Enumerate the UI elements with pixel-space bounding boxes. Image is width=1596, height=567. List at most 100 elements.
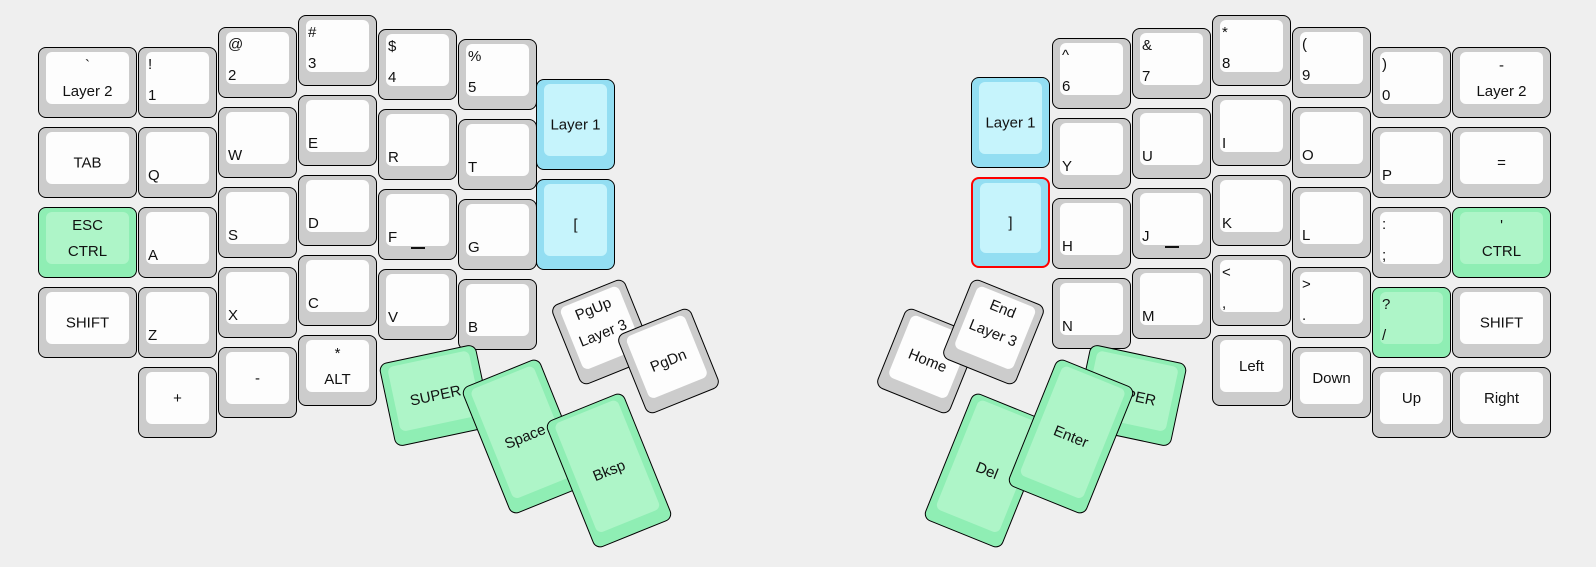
- key-col-pinky-r-p[interactable]: P: [1372, 127, 1451, 198]
- key-legend: L: [1302, 227, 1311, 244]
- key-col-pinky-r-r2[interactable]: :;: [1372, 207, 1451, 278]
- key-col-ring-2[interactable]: @2: [218, 27, 297, 98]
- key-col-pinky-q[interactable]: Q: [138, 127, 217, 198]
- key-col-pinky-outer-shift[interactable]: SHIFT: [38, 287, 137, 358]
- key-legend: U: [1142, 148, 1153, 165]
- key-col-middle-r-i[interactable]: I: [1212, 95, 1291, 166]
- keycap-surface: [1060, 43, 1123, 95]
- key-col-index-inner-r-h[interactable]: H: [1052, 198, 1131, 269]
- key-col-pinky-r-up[interactable]: Up: [1372, 367, 1451, 438]
- key-col-index-r-j[interactable]: J: [1132, 188, 1211, 259]
- key-legend: D: [308, 215, 319, 232]
- key-col-middle-d[interactable]: D: [298, 175, 377, 246]
- keycap-surface: [1380, 212, 1443, 264]
- keycap-surface: [306, 100, 369, 152]
- key-col-index-inner-r-y[interactable]: Y: [1052, 118, 1131, 189]
- key-legend: TAB: [73, 154, 102, 171]
- key-col-index-inner-r-6[interactable]: ^6: [1052, 38, 1131, 109]
- key-col-pinky-outer-tab[interactable]: TAB: [38, 127, 137, 198]
- key-col-ring-r-down[interactable]: Down: [1292, 347, 1371, 418]
- key-col-index-inner-5[interactable]: %5: [458, 39, 537, 110]
- key-legend: Left: [1238, 358, 1265, 375]
- key-col-pinky-outer-r-shift[interactable]: SHIFT: [1452, 287, 1551, 358]
- key-col-index-4[interactable]: $4: [378, 29, 457, 100]
- thumb-bksp[interactable]: Bksp: [544, 391, 674, 550]
- key-col-pinky-outer-r-right[interactable]: Right: [1452, 367, 1551, 438]
- key-col-pinky-r-r3[interactable]: ?/: [1372, 287, 1451, 358]
- key-legend: J: [1142, 228, 1150, 245]
- key-col-index-f[interactable]: F: [378, 189, 457, 260]
- key-col-pinky-outer-r-r1[interactable]: =: [1452, 127, 1551, 198]
- key-legend: =: [1497, 154, 1506, 171]
- keycap-surface: [1460, 292, 1543, 344]
- key-col-extra-inner-r-layer-1[interactable]: Layer 1: [971, 77, 1050, 168]
- key-col-middle-alt[interactable]: *ALT: [298, 335, 377, 406]
- key-col-pinky-outer-r-ctrl[interactable]: 'CTRL: [1452, 207, 1551, 278]
- key-col-middle-c[interactable]: C: [298, 255, 377, 326]
- key-col-index-inner-b[interactable]: B: [458, 279, 537, 350]
- thumb-enter[interactable]: Enter: [1006, 357, 1136, 516]
- key-col-pinky-a[interactable]: A: [138, 207, 217, 278]
- key-col-pinky-1[interactable]: !1: [138, 47, 217, 118]
- keycap-surface: [46, 132, 129, 184]
- key-col-index-r-u[interactable]: U: [1132, 108, 1211, 179]
- keycap-surface: [386, 114, 449, 166]
- key-legend: :: [1382, 216, 1387, 233]
- key-col-index-r-7[interactable]: &7: [1132, 28, 1211, 99]
- key-col-middle-r-left[interactable]: Left: [1212, 335, 1291, 406]
- keycap-surface: [226, 32, 289, 84]
- key-col-ring-x[interactable]: X: [218, 267, 297, 338]
- key-col-ring-s[interactable]: S: [218, 187, 297, 258]
- key-legend: Layer 2: [62, 83, 113, 100]
- key-col-extra-inner-r-r1[interactable]: ]: [971, 177, 1050, 268]
- keycap-surface: [1220, 20, 1283, 72]
- key-col-ring-r-9[interactable]: (9: [1292, 27, 1371, 98]
- key-legend: ,: [1222, 295, 1227, 312]
- key-col-index-inner-r-n[interactable]: N: [1052, 278, 1131, 349]
- key-legend: Q: [148, 167, 160, 184]
- key-col-index-r-m[interactable]: M: [1132, 268, 1211, 339]
- key-legend: G: [468, 239, 480, 256]
- key-col-middle-r-r3[interactable]: <,: [1212, 255, 1291, 326]
- key-col-ring-r-o[interactable]: O: [1292, 107, 1371, 178]
- key-col-index-v[interactable]: V: [378, 269, 457, 340]
- key-legend: F: [388, 229, 398, 246]
- key-legend: Z: [148, 327, 158, 344]
- key-legend: Up: [1401, 390, 1422, 407]
- key-legend: *: [334, 345, 341, 362]
- keycap-surface: [544, 84, 607, 156]
- key-legend: !: [148, 56, 153, 73]
- key-col-index-r[interactable]: R: [378, 109, 457, 180]
- key-legend: &: [1142, 37, 1153, 54]
- key-col-ring-r-r3[interactable]: >.: [1292, 267, 1371, 338]
- keycap-surface: [226, 112, 289, 164]
- key-legend: ]: [1008, 214, 1013, 231]
- key-col-pinky-outer-r-layer-2[interactable]: -Layer 2: [1452, 47, 1551, 118]
- key-col-ring-w[interactable]: W: [218, 107, 297, 178]
- key-legend: CTRL: [1481, 243, 1522, 260]
- key-legend: CTRL: [67, 243, 108, 260]
- key-col-middle-3[interactable]: #3: [298, 15, 377, 86]
- key-legend: SHIFT: [1479, 314, 1524, 331]
- keycap-surface: [146, 292, 209, 344]
- key-col-ring-r4[interactable]: -: [218, 347, 297, 418]
- key-col-extra-inner-layer-1[interactable]: Layer 1: [536, 79, 615, 170]
- homing-bump-icon: [410, 247, 425, 249]
- key-col-index-inner-t[interactable]: T: [458, 119, 537, 190]
- key-col-pinky-r-0[interactable]: )0: [1372, 47, 1451, 118]
- keycap-surface: [1060, 203, 1123, 255]
- key-col-middle-r-k[interactable]: K: [1212, 175, 1291, 246]
- keycap-surface: [306, 260, 369, 312]
- keycap-surface: [306, 180, 369, 232]
- key-col-pinky-z[interactable]: Z: [138, 287, 217, 358]
- key-col-pinky-outer-layer-2[interactable]: `Layer 2: [38, 47, 137, 118]
- key-col-pinky-r4[interactable]: +: [138, 367, 217, 438]
- key-col-middle-r-8[interactable]: *8: [1212, 15, 1291, 86]
- key-col-middle-e[interactable]: E: [298, 95, 377, 166]
- keycap-surface: [386, 194, 449, 246]
- key-col-index-inner-g[interactable]: G: [458, 199, 537, 270]
- key-col-ring-r-l[interactable]: L: [1292, 187, 1371, 258]
- key-col-extra-inner-r1[interactable]: [: [536, 179, 615, 270]
